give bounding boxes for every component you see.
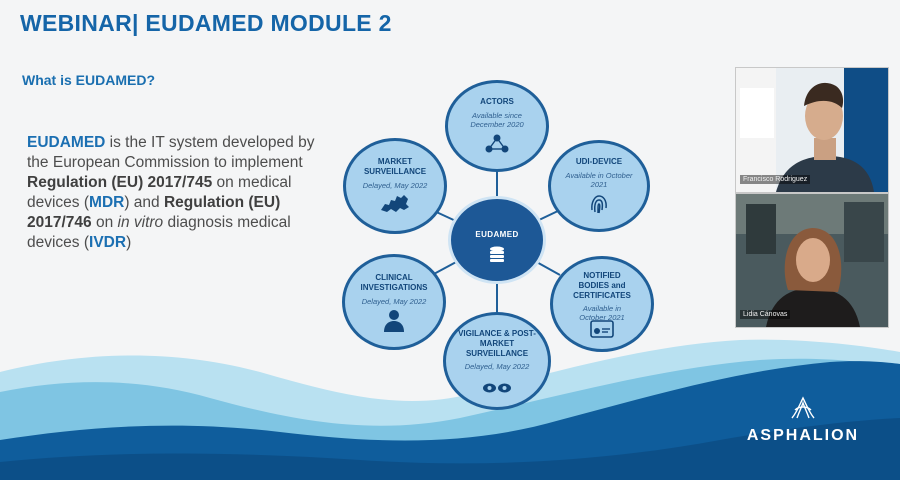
eyes-icon (482, 381, 512, 399)
module-status: Delayed, May 2022 (464, 362, 530, 371)
participant-video-image (736, 68, 888, 192)
asphalion-logo-text: ASPHALION (746, 427, 860, 444)
eudamed-hub-label: EUDAMED (475, 230, 519, 239)
section-subtitle: What is EUDAMED? (22, 72, 155, 88)
eudamed-description: EUDAMED is the IT system developed by th… (27, 134, 315, 251)
network-icon (484, 134, 510, 159)
module-label: VIGILANCE & POST-MARKET SURVEILLANCE (458, 329, 536, 358)
asphalion-emblem-icon (791, 396, 815, 419)
person-icon (382, 308, 406, 337)
participant-video-image (736, 194, 888, 327)
participant-name-label: Francisco Rodriguez (740, 175, 811, 184)
page-title: WEBINAR| EUDAMED MODULE 2 (20, 10, 392, 36)
module-status: Available in October 2021 (565, 171, 633, 189)
module-status: Available since December 2020 (470, 111, 524, 129)
module-status: Delayed, May 2022 (361, 297, 427, 306)
eudamed-hub: EUDAMED (448, 196, 546, 284)
module-notified-bodies: NOTIFIED BODIES and CERTIFICATES Availab… (550, 256, 654, 352)
certificate-icon (590, 320, 614, 343)
module-actors: ACTORS Available since December 2020 (445, 80, 549, 172)
module-clinical-investigations: CLINICAL INVESTIGATIONS Delayed, May 202… (342, 254, 446, 350)
module-status: Available in October 2021 (579, 304, 625, 322)
participant-video-1: Francisco Rodriguez (735, 67, 889, 193)
module-label: ACTORS (480, 97, 514, 106)
module-label: NOTIFIED BODIES and CERTIFICATES (573, 271, 631, 300)
fingerprint-icon (588, 192, 610, 221)
asphalion-logo: ASPHALION (738, 396, 868, 445)
module-label: MARKET SURVEILLANCE (363, 157, 427, 176)
module-vigilance: VIGILANCE & POST-MARKET SURVEILLANCE Del… (443, 312, 551, 410)
module-label: UDI-DEVICE (575, 157, 623, 166)
module-status: Delayed, May 2022 (362, 181, 428, 190)
europe-map-icon (378, 192, 412, 219)
module-market-surveillance: MARKET SURVEILLANCE Delayed, May 2022 (343, 138, 447, 234)
database-icon (490, 246, 504, 262)
module-label: CLINICAL INVESTIGATIONS (360, 273, 428, 292)
participant-name-label: Lidia Cánovas (740, 310, 791, 319)
participant-video-2: Lidia Cánovas (735, 193, 889, 328)
module-udi-device: UDI-DEVICE Available in October 2021 (548, 140, 650, 232)
